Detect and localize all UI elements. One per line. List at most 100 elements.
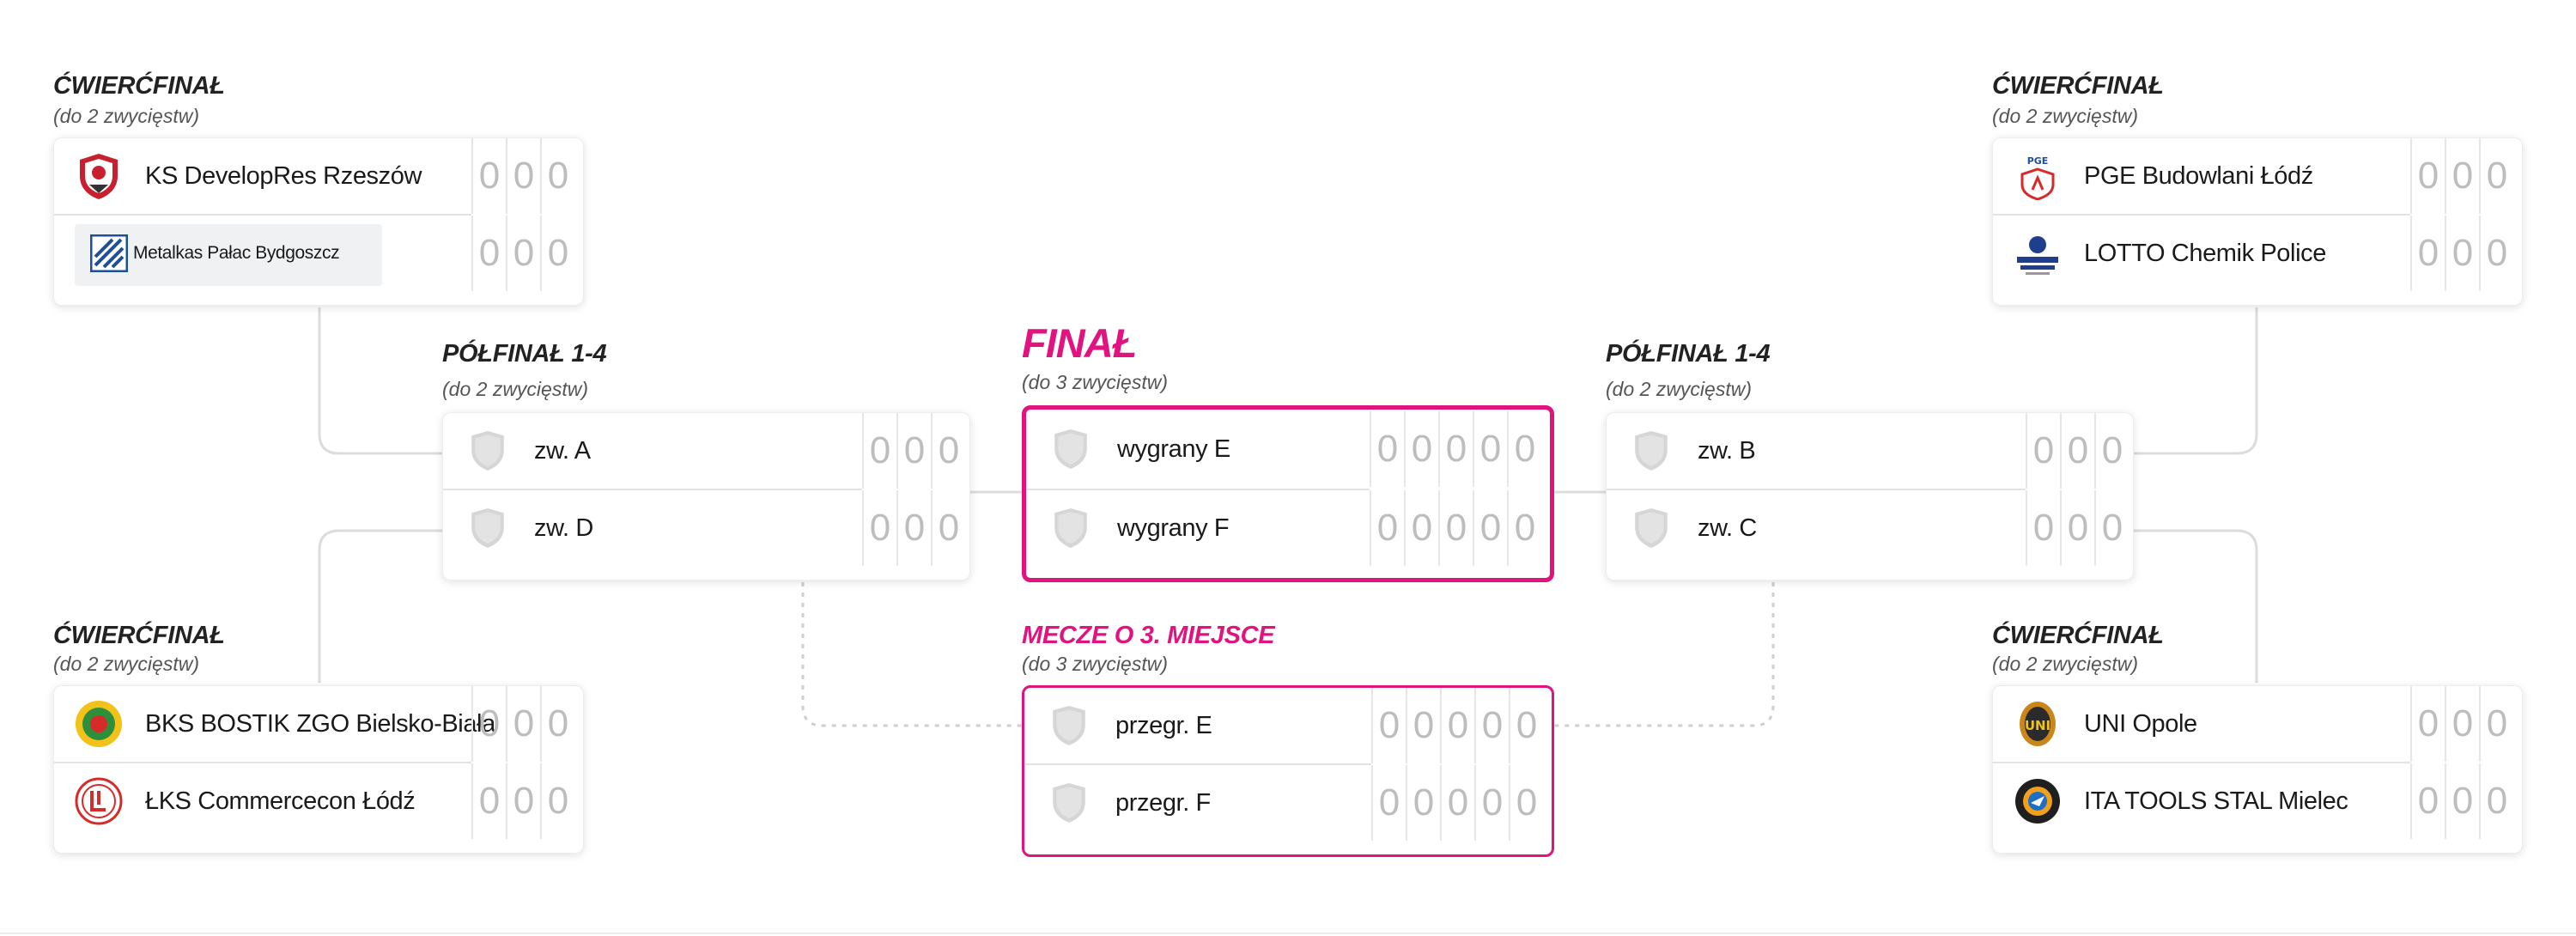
match-card-qf-bottom-left[interactable]: BKS BOSTIK ZGO Bielsko-Biała 0 0 0 ŁKS C… — [53, 685, 584, 854]
team-row[interactable]: przegr. F 0 0 0 0 0 — [1024, 765, 1552, 841]
team-name[interactable]: wygrany E — [1117, 435, 1230, 463]
placeholder-shield-icon — [1627, 427, 1675, 475]
set-score: 0 — [2410, 138, 2445, 214]
row-divider — [1993, 762, 2410, 763]
set-score: 0 — [2445, 216, 2479, 291]
set-score: 0 — [506, 686, 540, 762]
set-score: 0 — [2410, 216, 2445, 291]
team-name[interactable]: zw. A — [534, 437, 591, 465]
set-score: 0 — [1406, 765, 1440, 841]
team-row[interactable]: przegr. E 0 0 0 0 0 — [1024, 688, 1552, 763]
row-divider — [443, 489, 862, 490]
team-row[interactable]: zw. A 0 0 0 — [443, 413, 969, 489]
team-name[interactable]: ŁKS Commercecon Łódź — [145, 787, 416, 815]
set-score: 0 — [540, 763, 574, 839]
set-score: 0 — [931, 490, 965, 566]
match-card-qf-top-left[interactable]: KS DevelopRes Rzeszów 0 0 0 Metalkas Pał… — [53, 137, 584, 306]
team-name[interactable]: Metalkas Pałac Bydgoszcz — [133, 243, 340, 263]
set-score: 0 — [2410, 686, 2445, 762]
match-card-qf-bottom-right[interactable]: UNI UNI Opole 0 0 0 ITA TOOLS STAL Miele… — [1992, 685, 2523, 854]
team-row[interactable]: zw. C 0 0 0 — [1607, 490, 2133, 566]
row-divider — [54, 214, 471, 216]
placeholder-shield-icon — [1047, 504, 1095, 552]
team-name[interactable]: LOTTO Chemik Police — [2084, 240, 2326, 267]
qf-bottom-right-subtitle: (do 2 zwycięstw) — [1992, 653, 2138, 675]
team-name[interactable]: wygrany F — [1117, 514, 1230, 542]
team-name[interactable]: KS DevelopRes Rzeszów — [145, 162, 422, 190]
qf-top-right-subtitle: (do 2 zwycięstw) — [1992, 105, 2138, 127]
set-score: 0 — [471, 763, 506, 839]
team-name[interactable]: UNI Opole — [2084, 710, 2197, 738]
set-score: 0 — [1370, 490, 1404, 566]
team-name[interactable]: zw. B — [1698, 437, 1756, 465]
qf-bottom-right-title: ĆWIERĆFINAŁ — [1992, 622, 2164, 649]
team-name[interactable]: BKS BOSTIK ZGO Bielsko-Biała — [145, 710, 495, 738]
match-card-final[interactable]: wygrany E 0 0 0 0 0 wygrany F 0 0 0 0 0 — [1022, 405, 1554, 582]
set-score: 0 — [2060, 413, 2094, 489]
placeholder-shield-icon — [1045, 779, 1093, 827]
third-place-title: MECZE O 3. MIEJSCE — [1022, 622, 1275, 649]
set-score: 0 — [896, 413, 931, 489]
final-subtitle: (do 3 zwycięstw) — [1022, 371, 1168, 393]
set-score: 0 — [2479, 216, 2513, 291]
qf-bottom-left-subtitle: (do 2 zwycięstw) — [53, 653, 199, 675]
set-score: 0 — [1474, 688, 1509, 763]
team-row[interactable]: ITA TOOLS STAL Mielec 0 0 0 — [1993, 763, 2522, 839]
set-score: 0 — [1440, 765, 1474, 841]
team-row[interactable]: Metalkas Pałac Bydgoszcz 0 0 0 — [54, 216, 583, 291]
team-row[interactable]: zw. D 0 0 0 — [443, 490, 969, 566]
set-score: 0 — [1509, 765, 1543, 841]
set-score: 0 — [1406, 688, 1440, 763]
set-score: 0 — [1371, 765, 1406, 841]
team-name[interactable]: przegr. E — [1115, 712, 1212, 739]
match-card-third-place[interactable]: przegr. E 0 0 0 0 0 przegr. F 0 0 0 0 0 — [1022, 685, 1554, 857]
team-row[interactable]: UNI UNI Opole 0 0 0 — [1993, 686, 2522, 762]
team-row[interactable]: wygrany E 0 0 0 0 0 — [1026, 411, 1550, 487]
set-score: 0 — [2445, 686, 2479, 762]
set-score: 0 — [2445, 763, 2479, 839]
set-score: 0 — [540, 138, 574, 214]
team-name[interactable]: zw. D — [534, 514, 593, 542]
set-score: 0 — [1404, 411, 1438, 487]
qf-top-left-subtitle: (do 2 zwycięstw) — [53, 105, 199, 127]
row-divider — [1607, 489, 2026, 490]
lks-logo — [75, 777, 123, 825]
team-name[interactable]: PGE Budowlani Łódź — [2084, 162, 2313, 190]
svg-text:UNI: UNI — [2025, 718, 2050, 733]
placeholder-shield-icon — [1047, 425, 1095, 473]
set-score: 0 — [1438, 490, 1473, 566]
set-score: 0 — [2060, 490, 2094, 566]
team-name[interactable]: przegr. F — [1115, 789, 1211, 817]
team-row[interactable]: ŁKS Commercecon Łódź 0 0 0 — [54, 763, 583, 839]
team-name[interactable]: zw. C — [1698, 514, 1757, 542]
bks-logo — [75, 700, 123, 748]
set-score: 0 — [2094, 490, 2129, 566]
sf-right-title: PÓŁFINAŁ 1-4 — [1606, 340, 1771, 368]
set-score: 0 — [471, 216, 506, 291]
team-row[interactable]: BKS BOSTIK ZGO Bielsko-Biała 0 0 0 — [54, 686, 583, 762]
match-card-sf-right[interactable]: zw. B 0 0 0 zw. C 0 0 0 — [1606, 412, 2134, 580]
set-score: 0 — [862, 490, 896, 566]
team-name[interactable]: ITA TOOLS STAL Mielec — [2084, 787, 2348, 815]
match-card-qf-top-right[interactable]: PGE PGE Budowlani Łódź 0 0 0 LOTTO Chemi… — [1992, 137, 2523, 306]
set-score: 0 — [1473, 411, 1507, 487]
palac-logo — [85, 229, 133, 277]
team-row[interactable]: wygrany F 0 0 0 0 0 — [1026, 490, 1550, 566]
row-divider — [1026, 489, 1370, 490]
team-row[interactable]: zw. B 0 0 0 — [1607, 413, 2133, 489]
qf-top-left-title: ĆWIERĆFINAŁ — [53, 72, 225, 100]
qf-top-right-title: ĆWIERĆFINAŁ — [1992, 72, 2164, 100]
set-score: 0 — [471, 138, 506, 214]
match-card-sf-left[interactable]: zw. A 0 0 0 zw. D 0 0 0 — [442, 412, 970, 580]
row-divider — [1024, 763, 1371, 765]
final-title: FINAŁ — [1022, 320, 1137, 366]
team-row[interactable]: LOTTO Chemik Police 0 0 0 — [1993, 216, 2522, 291]
set-score: 0 — [1509, 688, 1543, 763]
set-score: 0 — [1404, 490, 1438, 566]
set-score: 0 — [2479, 138, 2513, 214]
bottom-divider — [0, 933, 2576, 934]
team-row[interactable]: KS DevelopRes Rzeszów 0 0 0 — [54, 138, 583, 214]
stal-logo — [2014, 777, 2062, 825]
team-row[interactable]: PGE PGE Budowlani Łódź 0 0 0 — [1993, 138, 2522, 214]
